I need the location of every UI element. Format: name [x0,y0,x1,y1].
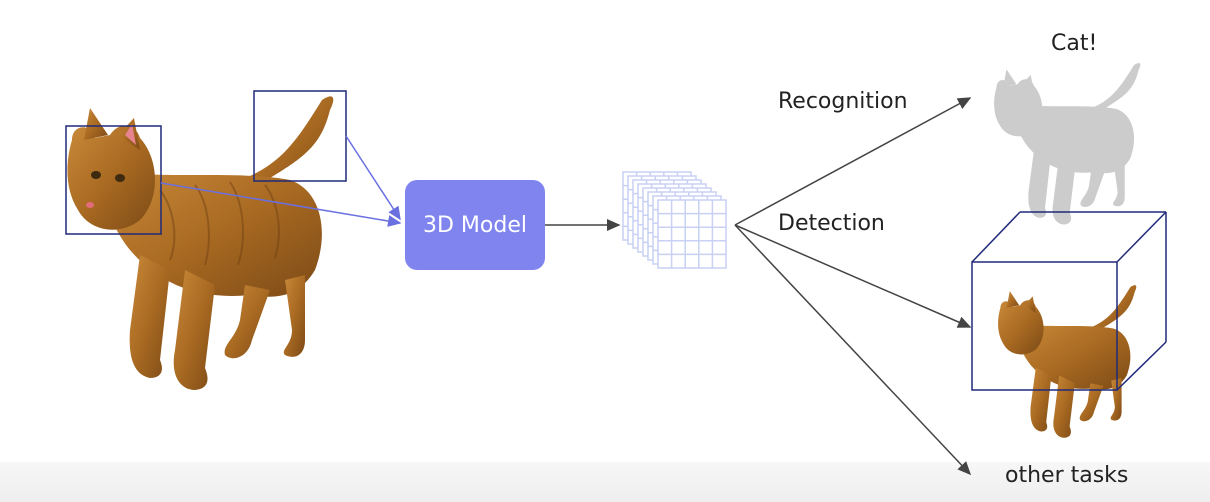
recognition-arrow [734,97,972,226]
detection-label: Detection [778,211,885,236]
head-selection-box [65,125,162,235]
cat-result-label: Cat! [1051,31,1098,56]
model-box: 3D Model [405,180,545,270]
feature-volume-icon [622,171,727,269]
detection-arrow [734,224,972,328]
feature-grid-layer [657,199,727,269]
detection-cat-image [998,285,1137,438]
head-to-model-arrow [160,182,402,227]
other-tasks-label: other tasks [1005,463,1129,488]
model-label: 3D Model [423,212,527,238]
bottom-band [0,462,1210,502]
bounding-cube-icon [971,211,1167,391]
recognition-label: Recognition [778,89,908,114]
tail-to-model-arrow [345,135,401,221]
other-tasks-arrow [734,224,972,476]
recognition-cat-image [994,62,1141,225]
input-cat-image [67,96,334,390]
